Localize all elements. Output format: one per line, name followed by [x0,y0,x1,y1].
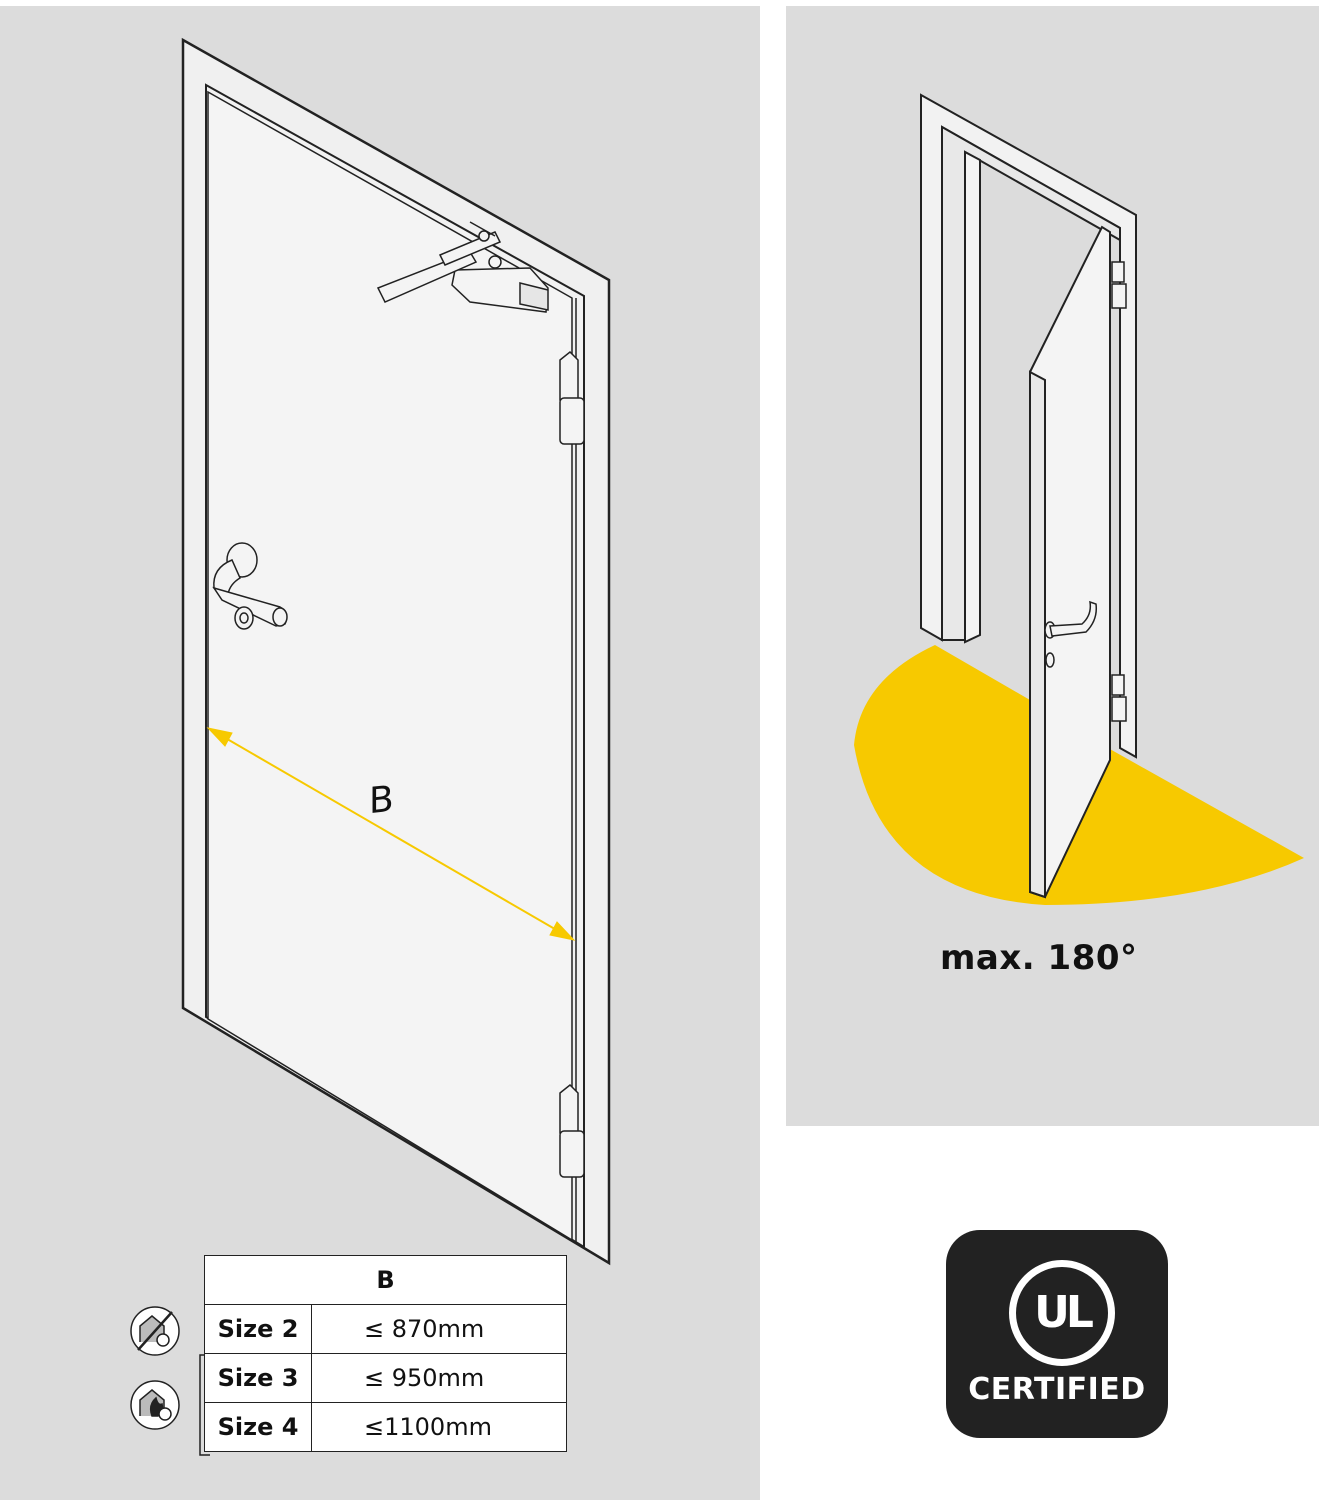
size-table: B Size 2 ≤ 870mm Size 3 ≤ 950mm Size 4 ≤… [204,1255,567,1452]
size-cell: Size 2 [204,1304,312,1354]
ul-logo-text: UL [1034,1287,1094,1338]
size-cell: Size 3 [204,1353,312,1403]
fire-door-not-suitable-icon [130,1306,180,1356]
table-row: Size 2 ≤ 870mm [204,1304,567,1354]
ul-certified-badge: UL CERTIFIED [946,1230,1168,1438]
fire-door-suitable-icon [130,1380,180,1430]
table-row: Size 4 ≤1100mm [204,1402,567,1452]
width-dimension-arrow [206,727,576,941]
width-cell: ≤1100mm [311,1402,567,1452]
door-width-illustration [130,37,611,1456]
dimension-label-b: B [369,778,394,823]
ul-logo: UL [1009,1260,1115,1366]
size-table-header: B [204,1255,567,1305]
width-cell: ≤ 950mm [311,1353,567,1403]
lower-hinge [559,1083,585,1178]
size-cell: Size 4 [204,1402,312,1452]
door-leaf [207,90,573,1242]
certified-label: CERTIFIED [968,1372,1146,1407]
table-row: Size 3 ≤ 950mm [204,1353,567,1403]
width-cell: ≤ 870mm [311,1304,567,1354]
upper-hinge [559,350,585,445]
overhead-closer [376,221,549,313]
max-opening-label: max. 180° [940,938,1138,978]
door-handle [212,542,288,630]
